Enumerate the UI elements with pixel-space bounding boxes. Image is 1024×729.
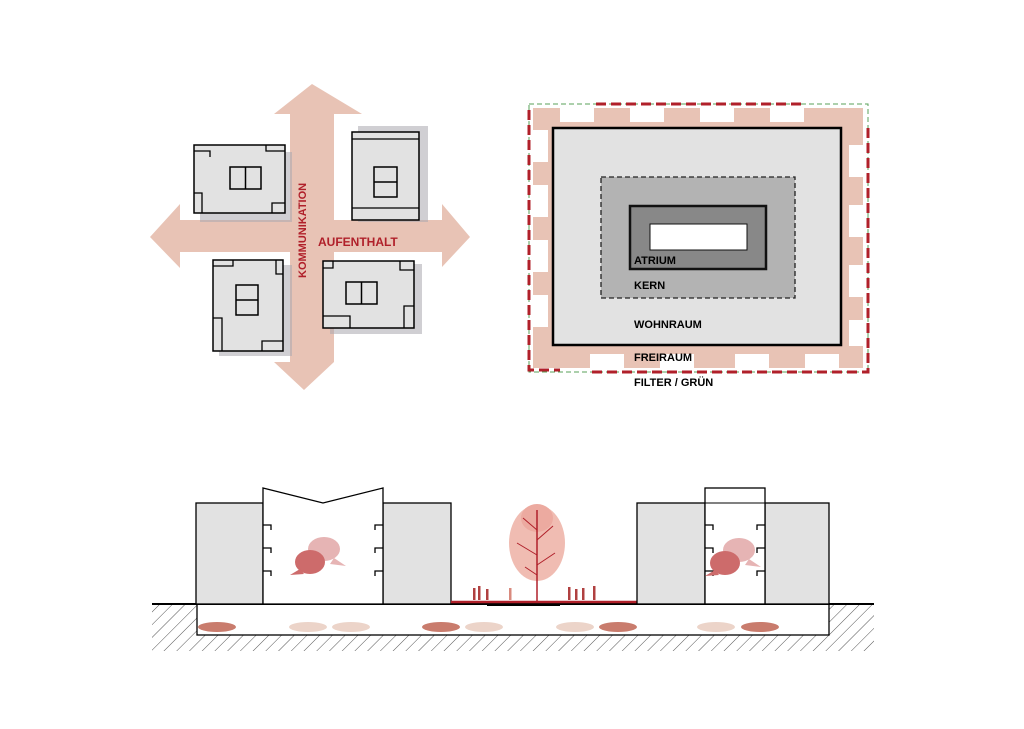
- kommunikation-label: KOMMUNIKATION: [297, 183, 309, 278]
- zoning-diagram: ATRIUM KERN WOHNRAUM FREIRAUM FILTER / G…: [527, 102, 870, 389]
- freiraum-label: FREIRAUM: [634, 352, 692, 364]
- building-right: [636, 487, 830, 605]
- atrium-label: ATRIUM: [634, 255, 676, 267]
- circulation-diagram: KOMMUNIKATION AUFENTHALT: [150, 84, 470, 390]
- underground-parking: [196, 603, 830, 636]
- filter-red-dash-right: [590, 128, 870, 374]
- filter-gruen-label: FILTER / GRÜN: [634, 376, 713, 389]
- module-bottom-left: [212, 259, 292, 356]
- wohnraum-label: WOHNRAUM: [634, 319, 702, 331]
- module-top-left: [193, 144, 292, 222]
- speech-bubbles-right: [705, 538, 761, 576]
- atrium-void: [649, 223, 748, 251]
- module-top-right: [351, 126, 428, 222]
- freiraum-openings: [532, 107, 864, 369]
- filter-red-dash-left: [527, 110, 560, 372]
- section-diagram: [152, 487, 874, 651]
- circulation-cross-arrows: [150, 84, 470, 390]
- parked-cars: [198, 622, 779, 632]
- speech-bubbles-left: [290, 537, 346, 575]
- aufenthalt-label: AUFENTHALT: [318, 235, 398, 249]
- tree-icon: [509, 504, 565, 602]
- module-bottom-right: [322, 260, 422, 334]
- kern-label: KERN: [634, 280, 665, 292]
- building-left: [195, 487, 452, 605]
- people-figures: [473, 586, 596, 600]
- courtyard: [451, 504, 637, 606]
